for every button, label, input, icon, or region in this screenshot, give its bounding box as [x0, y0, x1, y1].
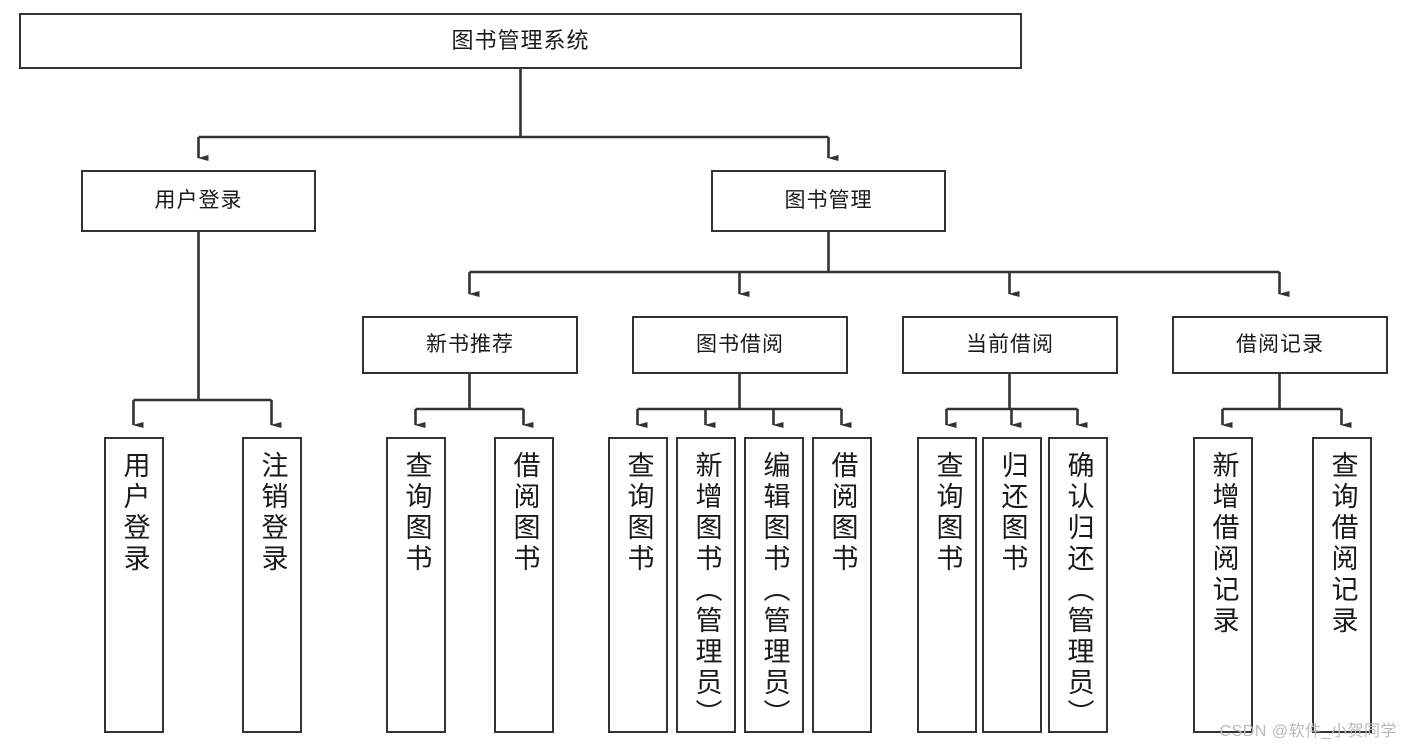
node-label: 查询图书: [401, 451, 432, 575]
leaf-query-book-1[interactable]: 查询图书: [386, 437, 446, 733]
node-label: 新增借阅记录: [1208, 451, 1239, 637]
node-label: 归还图书: [997, 451, 1028, 575]
node-label: 图书管理: [784, 188, 873, 212]
node-label: 借阅图书: [827, 451, 858, 575]
leaf-edit-book[interactable]: 编辑图书（管理员）: [744, 437, 804, 733]
node-label: 用户登录: [154, 188, 243, 212]
node-label: 查询图书: [623, 451, 654, 575]
node-current-borrow[interactable]: 当前借阅: [902, 316, 1118, 374]
leaf-confirm-return[interactable]: 确认归还（管理员）: [1048, 437, 1108, 733]
node-label: 注销登录: [257, 451, 288, 575]
leaf-add-record[interactable]: 新增借阅记录: [1193, 437, 1253, 733]
node-label: 查询图书: [932, 451, 963, 575]
node-user-login[interactable]: 用户登录: [81, 170, 316, 232]
node-label: 图书借阅: [696, 332, 784, 356]
leaf-return-book[interactable]: 归还图书: [982, 437, 1042, 733]
node-label: 新增图书（管理员）: [691, 451, 722, 730]
node-root-book-management-system[interactable]: 图书管理系统: [19, 13, 1022, 69]
node-book-manage[interactable]: 图书管理: [711, 170, 946, 232]
leaf-borrow-book-1[interactable]: 借阅图书: [494, 437, 554, 733]
node-label: 确认归还（管理员）: [1063, 451, 1094, 730]
node-label: 查询借阅记录: [1327, 451, 1358, 637]
leaf-query-book-3[interactable]: 查询图书: [917, 437, 977, 733]
node-borrow-record[interactable]: 借阅记录: [1172, 316, 1388, 374]
leaf-query-record[interactable]: 查询借阅记录: [1312, 437, 1372, 733]
leaf-borrow-book-2[interactable]: 借阅图书: [812, 437, 872, 733]
node-label: 借阅记录: [1236, 332, 1324, 356]
node-label: 借阅图书: [509, 451, 540, 575]
node-label: 用户登录: [119, 451, 150, 575]
node-label: 编辑图书（管理员）: [759, 451, 790, 730]
leaf-add-book[interactable]: 新增图书（管理员）: [676, 437, 736, 733]
leaf-user-logout[interactable]: 注销登录: [242, 437, 302, 733]
node-new-book-recommend[interactable]: 新书推荐: [362, 316, 578, 374]
node-book-borrow[interactable]: 图书借阅: [632, 316, 848, 374]
node-label: 当前借阅: [966, 332, 1054, 356]
node-label: 图书管理系统: [451, 28, 590, 54]
leaf-user-login[interactable]: 用户登录: [104, 437, 164, 733]
leaf-query-book-2[interactable]: 查询图书: [608, 437, 668, 733]
node-label: 新书推荐: [426, 332, 514, 356]
